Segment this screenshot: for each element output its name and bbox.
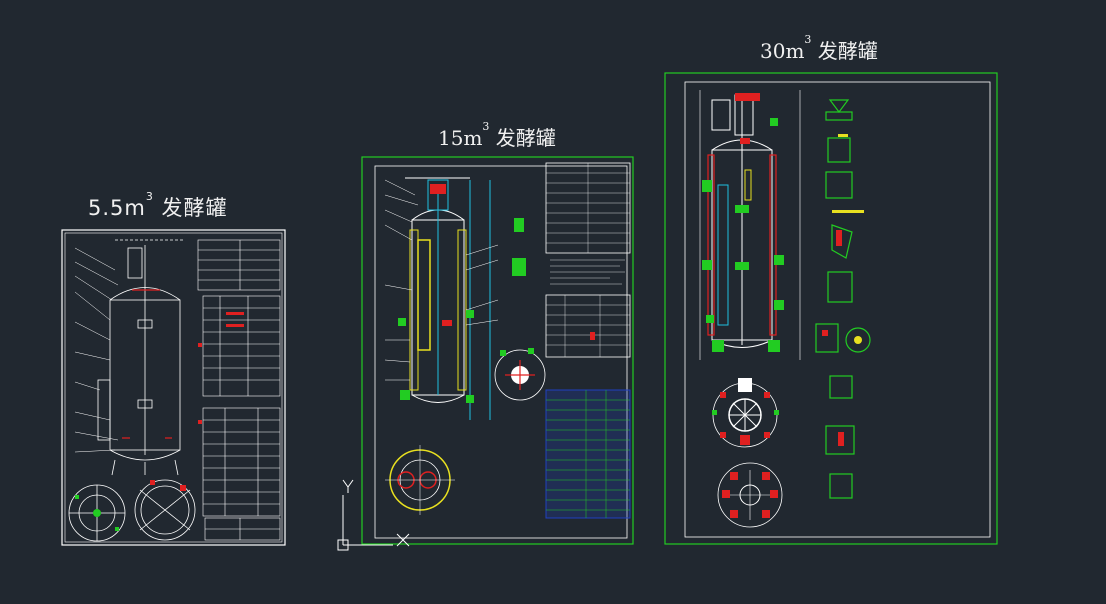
plan-view-30-top: [712, 378, 779, 448]
vessel-red-marks-30: [735, 93, 760, 144]
sheet-border-5-5: [61, 229, 286, 546]
notes-lines-15: [550, 259, 625, 285]
sheet-border-30: [664, 72, 998, 545]
title-rest-5-5: 发酵罐: [153, 196, 228, 220]
vessel-green-marks-15: [398, 310, 474, 403]
tech-tables-5-5: [197, 239, 281, 541]
plan-green-marks-5-5: [75, 495, 119, 531]
vessel-red-marks-5-5: [122, 289, 172, 439]
drawing-title-5-5: 5.5m3 发酵罐: [88, 190, 228, 222]
vessel-elevation-15: [405, 177, 491, 420]
ucs-axis-icon[interactable]: [337, 479, 410, 551]
title-main-30: 30m: [760, 39, 805, 63]
table-grid-15: [546, 163, 630, 357]
vessel-elevation-30: [699, 90, 801, 360]
drawing-sheet-15[interactable]: [361, 156, 634, 545]
table-green-grid-15: [546, 390, 630, 518]
plan-view-30-bottom: [717, 462, 783, 528]
table-red-marks-5-5: [198, 312, 244, 424]
sheet-inner-border-15: [374, 165, 628, 539]
title-main-5-5: 5.5m: [88, 196, 146, 220]
plan-green-marks-15: [500, 218, 534, 356]
leader-lines-15: [384, 179, 499, 381]
drawing-title-30: 30m3 发酵罐: [760, 33, 878, 64]
drawing-title-15: 15m3 发酵罐: [438, 120, 556, 151]
sheet-inner-border-30: [684, 81, 991, 538]
table-red-mark-15: [590, 332, 595, 340]
title-sup-30: 3: [804, 33, 812, 46]
detail-red-marks-30: [822, 230, 844, 446]
title-rest-15: 发酵罐: [489, 126, 556, 150]
drawing-sheet-30[interactable]: [664, 72, 998, 545]
title-rest-30: 发酵罐: [811, 39, 878, 63]
plan-views-5-5: [68, 479, 196, 542]
plan-view-15-side: [494, 349, 546, 401]
vessel-elevation-5-5: [97, 239, 185, 476]
vessel-green-marks-30: [702, 118, 784, 352]
sheet-border-15: [361, 156, 634, 545]
plan-view-15-bottom: [385, 445, 455, 515]
drawing-sheet-5-5[interactable]: [61, 229, 286, 546]
vessel-red-marks-15: [430, 184, 452, 326]
title-main-15: 15m: [438, 126, 483, 150]
title-sup-15: 3: [482, 120, 490, 133]
plan-red-marks-5-5: [150, 480, 186, 491]
leader-lines-5-5: [74, 247, 119, 453]
sheet-inner-border-5-5: [64, 232, 283, 543]
detail-views-30: [815, 99, 871, 499]
detail-yellow-marks-30: [832, 134, 864, 344]
title-sup-5-5: 3: [145, 190, 154, 203]
